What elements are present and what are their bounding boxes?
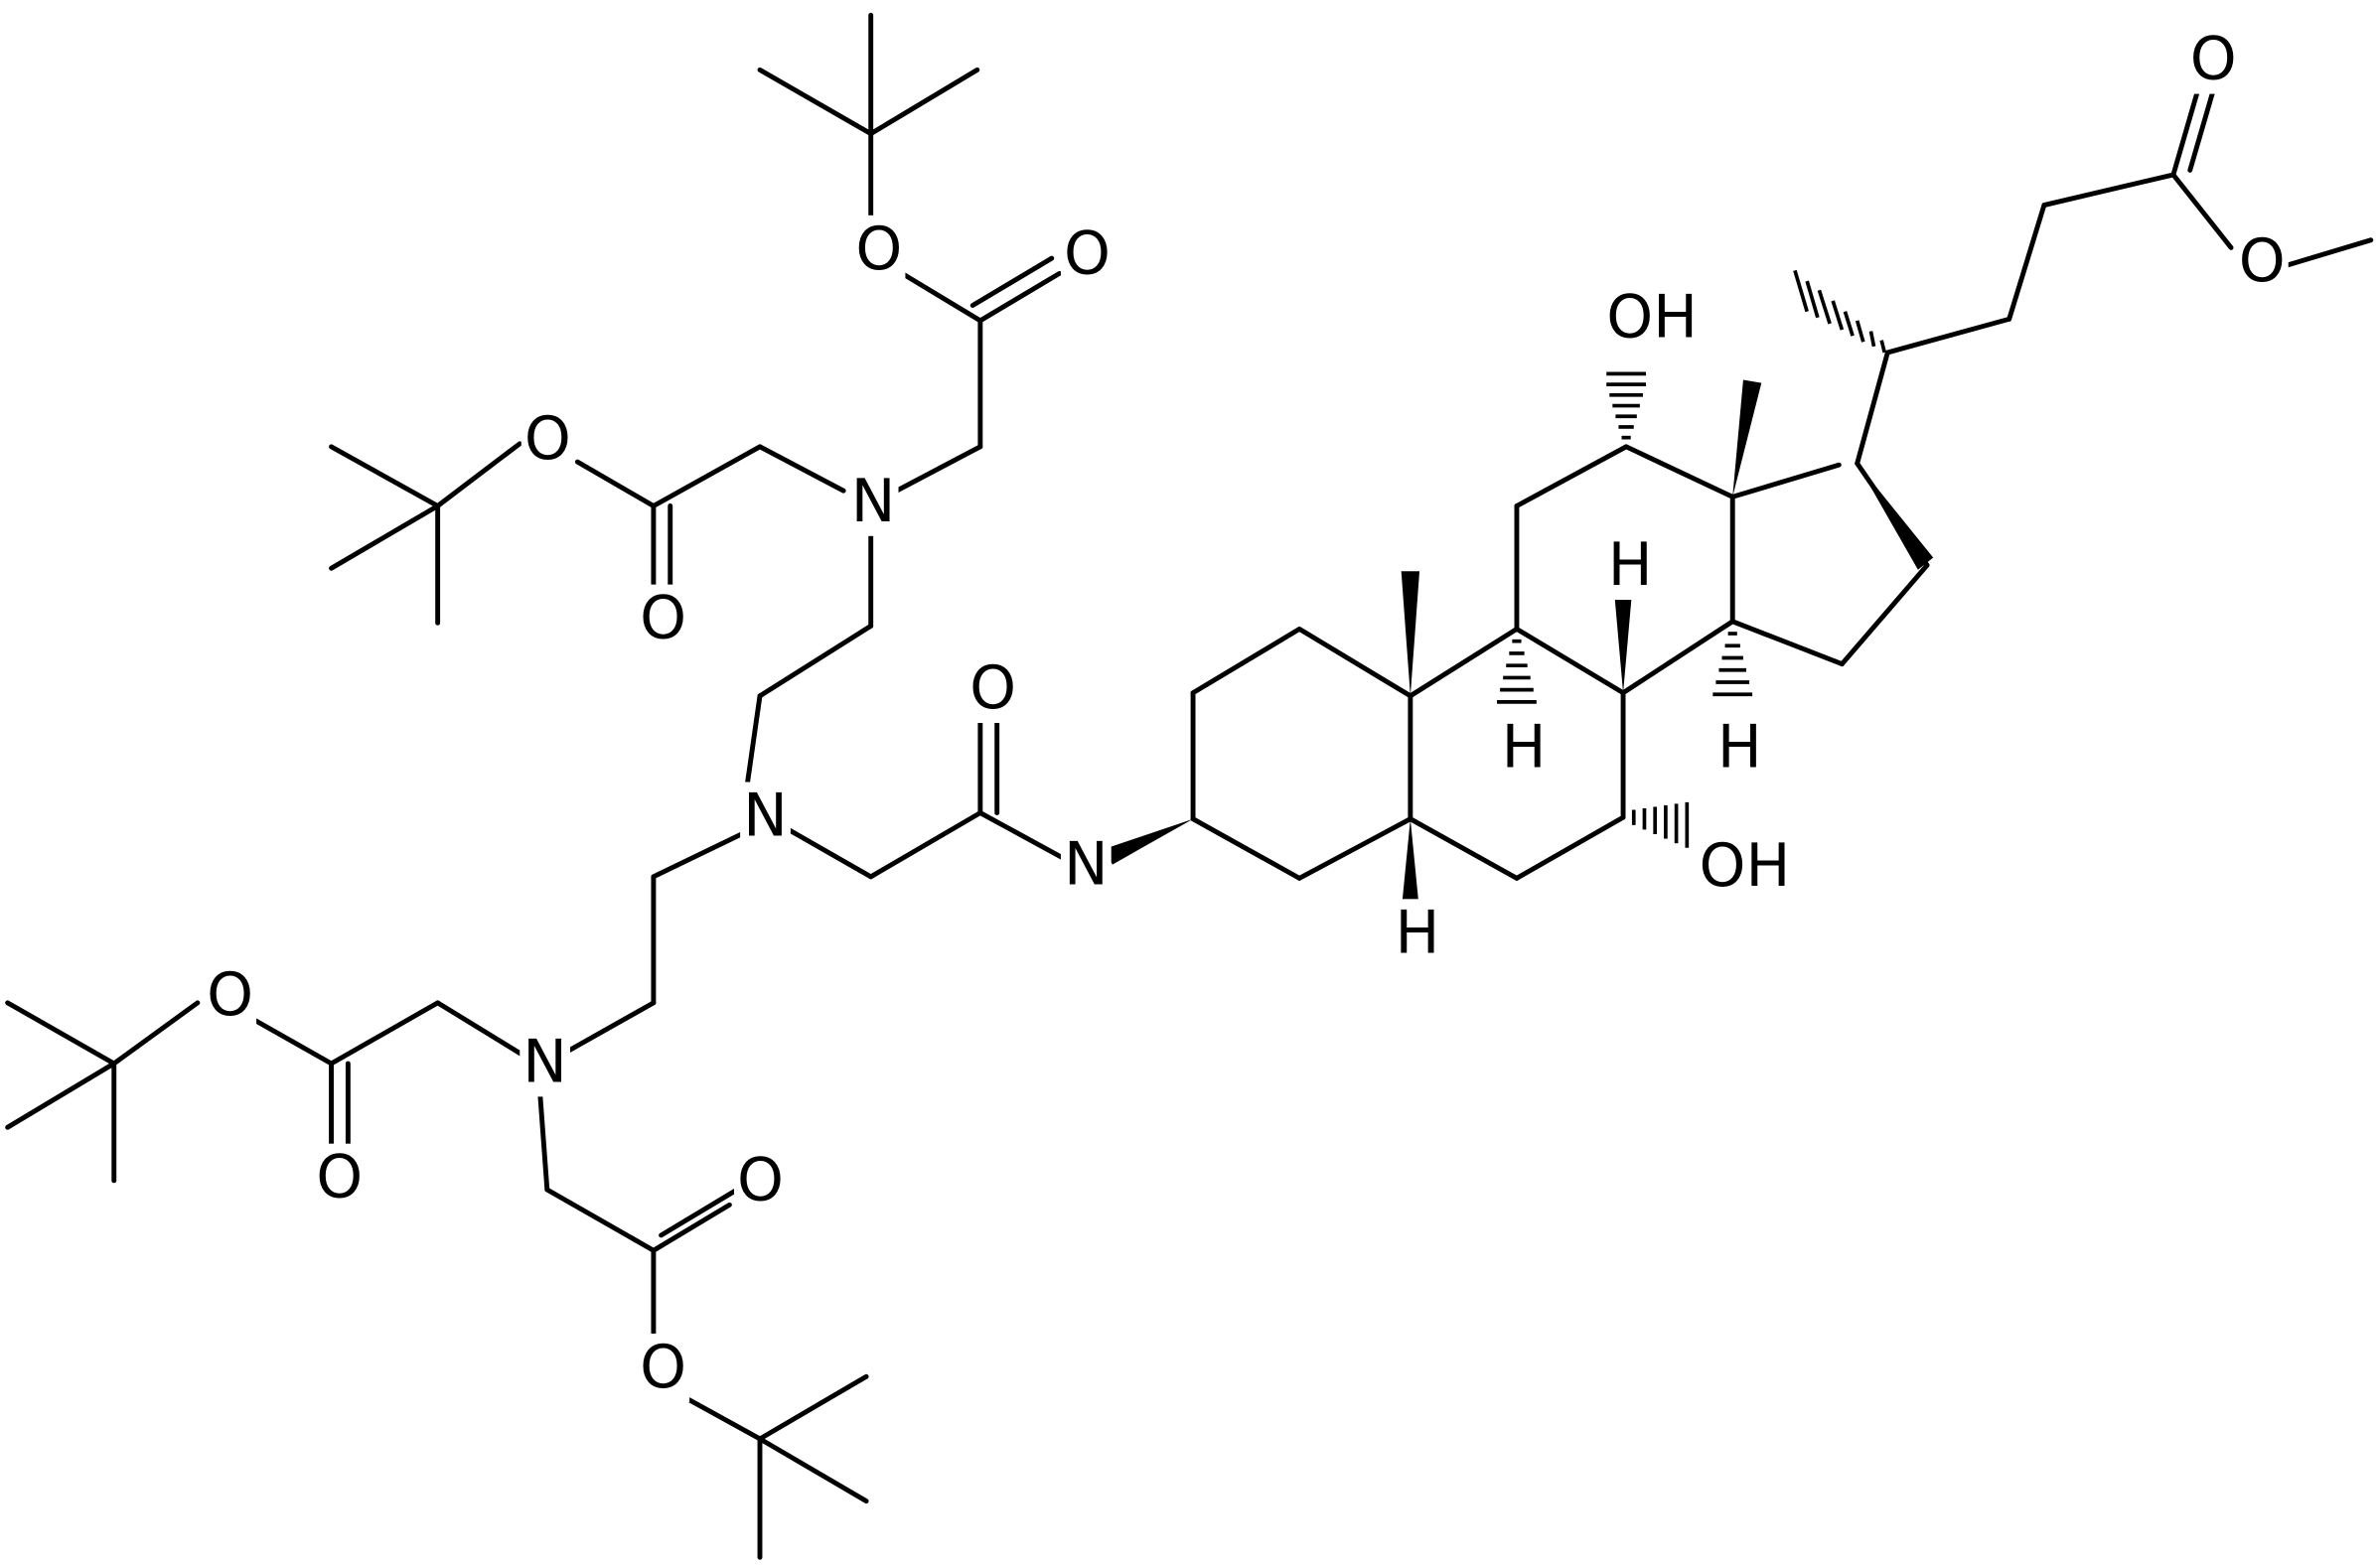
atom-labels: O O O O N O N N O O O O N OH OH H H H H … [204,25,2289,1402]
label-background [520,1028,571,1097]
label-background [313,1143,367,1212]
label-background [1713,713,1765,783]
label-background [1060,830,1112,900]
amide-oxygen-label: O [969,654,1016,723]
chelator-bonds [5,12,1067,1560]
label-background [1604,531,1656,601]
carbonyl-oxygen-label: O [640,585,686,653]
nitrogen-label: N [851,468,896,536]
hydroxyl-12-label: OH [1606,284,1698,353]
side-chain-bonds [1855,77,2374,467]
label-background [733,1146,788,1215]
label-background [521,405,574,475]
label-background [852,214,906,284]
lower-nitrogen-label: N [522,1028,567,1096]
carbonyl-oxygen-label: O [316,1144,363,1212]
carbonyl-oxygen-label: O [1064,219,1111,288]
ester-carbonyl-oxygen-label: O [2190,26,2237,94]
label-background [847,467,899,536]
hashed-wedges [1497,371,1753,848]
label-background [1696,832,1794,902]
tbu-ester-oxygen-label: O [640,1334,686,1402]
solid-wedges [1103,379,1934,913]
tbu-ester-oxygen-label: O [524,405,571,474]
hydrogen-c8-label: H [1608,531,1653,600]
hashed-wedge-c20-methyl [1793,269,1886,354]
tbu-ester-oxygen-label: O [855,215,902,284]
label-background [1060,219,1115,289]
label-background [1603,283,1702,353]
hydroxyl-7-label: OH [1700,832,1791,901]
hydrogen-c5-label: H [1396,899,1440,967]
carbonyl-oxygen-label: O [737,1147,784,1215]
tbu-ester-oxygen-label: O [207,961,253,1030]
label-background [740,782,791,851]
hydrogen-c14-label: H [1717,714,1762,783]
label-background [967,653,1020,723]
label-background [204,961,257,1031]
ester-methoxy-oxygen-label: O [2239,227,2286,296]
label-background [637,1333,690,1402]
label-background [1498,713,1550,783]
label-background [637,584,690,653]
steroid-core-bonds [1190,444,1930,881]
label-background [1392,899,1443,968]
central-nitrogen-label: N [743,783,788,851]
label-background [2235,227,2289,297]
hydrogen-c9-label: H [1502,714,1547,783]
amide-nh-label: N [1064,830,1109,899]
label-background [2186,25,2240,94]
